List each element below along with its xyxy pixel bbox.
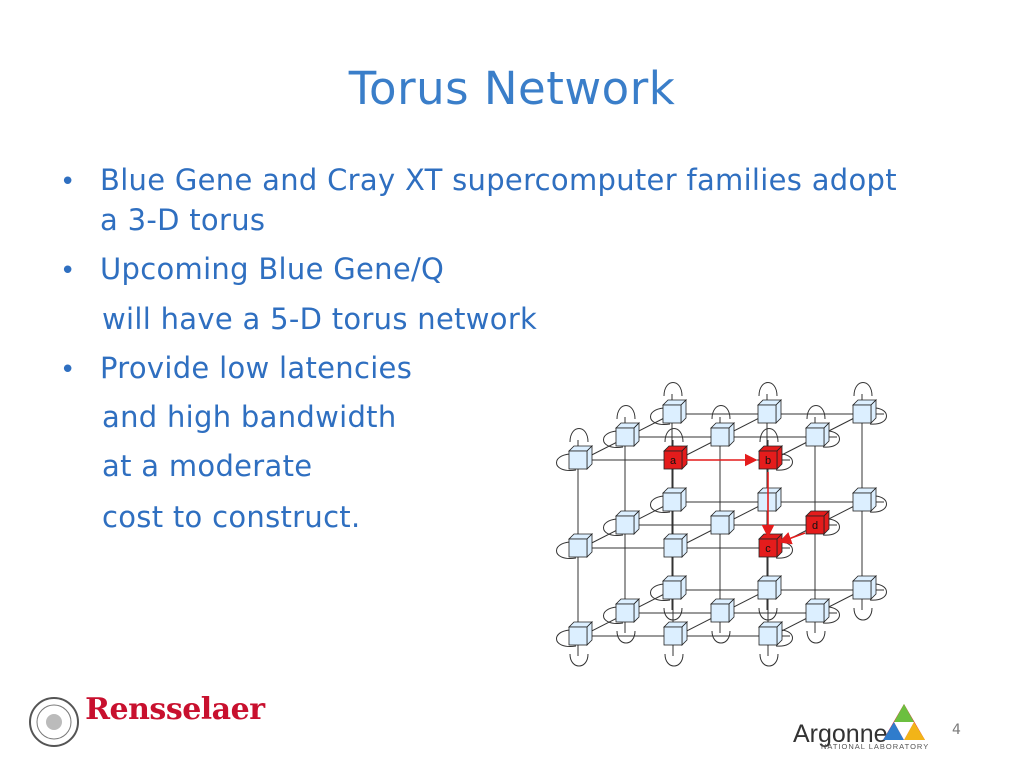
torus-node (615, 510, 640, 535)
torus-node (615, 598, 640, 623)
torus-node (662, 487, 687, 512)
torus-node (710, 598, 735, 623)
argonne-triangle-icon (883, 704, 925, 740)
torus-node (710, 510, 735, 535)
torus-node-a (663, 445, 688, 470)
bullet-3-line-3: at a moderate (102, 449, 313, 483)
bullet-3-line-1: Provide low latencies (100, 351, 413, 385)
bullet-dot: • (60, 355, 76, 385)
bullet-dot: • (60, 167, 76, 197)
node-label: a (670, 455, 677, 467)
node-label: d (812, 520, 818, 532)
torus-node (757, 399, 782, 424)
torus-node (852, 399, 877, 424)
rensselaer-wordmark: Rensselaer (85, 691, 265, 727)
torus-node (805, 422, 830, 447)
rensselaer-logo: Rensselaer (28, 692, 265, 748)
torus-node (757, 575, 782, 600)
bullet-dot: • (60, 256, 76, 286)
torus-node (663, 533, 688, 558)
bullet-2-line-1: Upcoming Blue Gene/Q (100, 252, 445, 286)
torus-node (852, 575, 877, 600)
torus-node-b (758, 445, 783, 470)
torus-node (805, 598, 830, 623)
bullet-2-line-2: will have a 5-D torus network (102, 302, 538, 336)
route-arrow (778, 532, 806, 545)
torus-node (568, 445, 593, 470)
torus-node (710, 422, 735, 447)
node-label: c (765, 543, 771, 555)
torus-node (852, 487, 877, 512)
argonne-wordmark: Argonne (793, 720, 888, 748)
argonne-subtext: NATIONAL LABORATORY (821, 742, 930, 751)
bullet-1-line-1: Blue Gene and Cray XT supercomputer fami… (100, 163, 897, 197)
bullet-3-line-2: and high bandwidth (102, 400, 397, 434)
rpi-seal-icon (29, 697, 79, 747)
node-label: b (765, 455, 771, 467)
torus-node (662, 399, 687, 424)
torus-node (662, 575, 687, 600)
torus-node (615, 422, 640, 447)
torus-node (758, 621, 783, 646)
torus-node (568, 533, 593, 558)
bullet-1-line-2: a 3-D torus (100, 203, 266, 237)
torus-node (757, 487, 782, 512)
torus-node-d (805, 510, 830, 535)
torus-node (663, 621, 688, 646)
slide-number: 4 (952, 722, 961, 738)
bullet-3-line-4: cost to construct. (102, 500, 361, 534)
slide-title: Torus Network (348, 62, 676, 115)
torus-node (568, 621, 593, 646)
